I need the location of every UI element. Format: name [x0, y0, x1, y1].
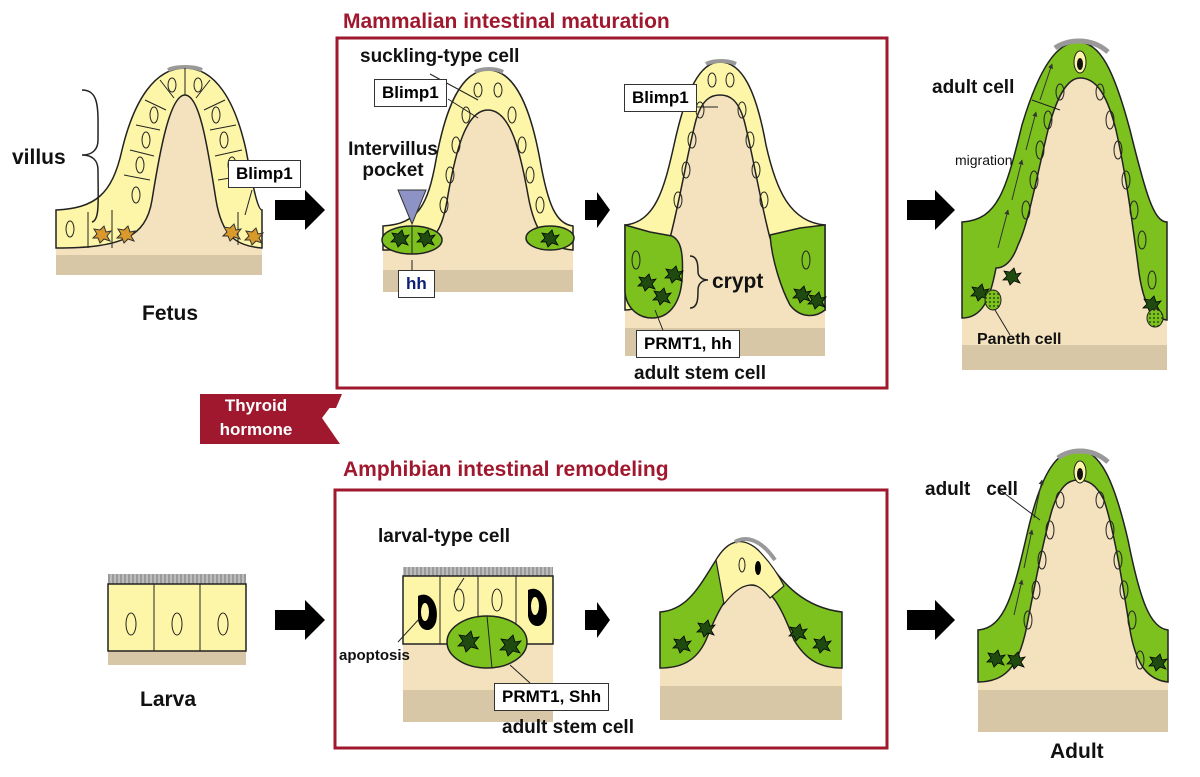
label-migration: migration	[955, 152, 1013, 168]
thyroid-hormone-label: Thyroid hormone	[219, 396, 293, 439]
amphibian-frame	[333, 488, 889, 750]
label-paneth-cell: Paneth cell	[977, 331, 1062, 348]
box-prmt1-shh: PRMT1, Shh	[494, 683, 610, 712]
adult-villus-bottom	[977, 448, 1169, 732]
label-apoptosis: apoptosis	[339, 647, 410, 664]
label-suckling-type-cell: suckling-type cell	[360, 46, 520, 67]
arrow-fetus-to-box	[275, 190, 325, 230]
label-adult: Adult	[1050, 740, 1104, 763]
title-amphibian: Amphibian intestinal remodeling	[343, 458, 669, 481]
arrow-larval-to-emerging	[585, 602, 610, 638]
label-intervillus-pocket: Intervillus pocket	[348, 139, 438, 181]
box-hh: hh	[398, 270, 435, 299]
title-mammalian: Mammalian intestinal maturation	[343, 10, 670, 33]
box-blimp1-middle: Blimp1	[624, 84, 697, 113]
arrow-box-to-adult-top	[907, 190, 955, 230]
label-larval-type-cell: larval-type cell	[378, 526, 511, 547]
adult-villus-top	[961, 38, 1168, 370]
label-adult-stem-cell-bottom: adult stem cell	[502, 717, 634, 738]
thyroid-hormone-badge: Thyroid hormone	[200, 394, 312, 444]
crypt-villus	[624, 59, 827, 356]
arrow-suckling-to-crypt	[585, 192, 610, 228]
amphibian-emerging-villus	[659, 537, 843, 720]
arrow-box-to-adult-bottom	[907, 600, 955, 640]
label-adult-cell-bottom: adult cell	[925, 479, 1018, 500]
label-fetus: Fetus	[142, 302, 199, 325]
box-blimp1-suckling: Blimp1	[374, 79, 447, 108]
label-larva: Larva	[140, 688, 197, 711]
label-adult-stem-cell-top: adult stem cell	[634, 363, 766, 384]
box-blimp1-fetus: Blimp1	[228, 160, 301, 189]
larva-epithelium	[107, 574, 247, 665]
arrow-larva-to-box	[275, 600, 325, 640]
fetus-villus	[55, 65, 265, 275]
label-crypt: crypt	[712, 270, 764, 293]
mammalian-frame	[335, 36, 889, 390]
box-prmt1-hh: PRMT1, hh	[636, 330, 740, 359]
label-adult-cell-top: adult cell	[932, 77, 1015, 98]
label-villus: villus	[12, 146, 66, 169]
